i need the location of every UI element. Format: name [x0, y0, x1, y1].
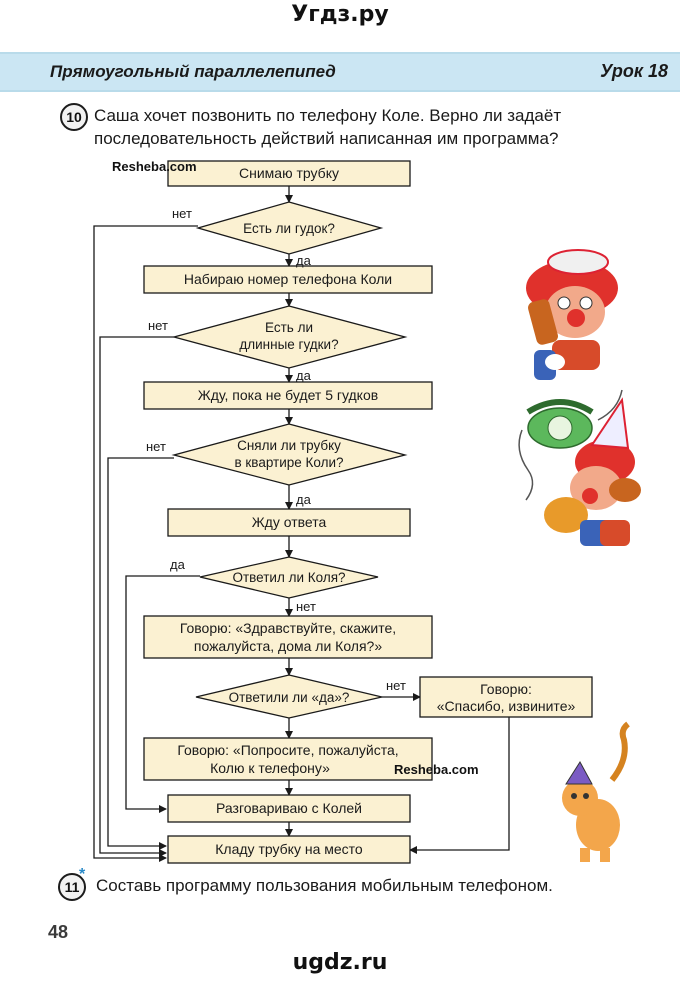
task-number-10: 10 — [60, 103, 88, 131]
branch-label-no: нет — [386, 678, 406, 693]
branch-label-yes: да — [296, 253, 312, 268]
lesson-title: Прямоугольный параллелепипед — [50, 62, 336, 81]
branch-label-yes: да — [170, 557, 186, 572]
task-10-line: последовательность действий написанная и… — [94, 129, 559, 148]
step-label: Жду ответа — [252, 514, 327, 530]
decision-kolya-answered — [199, 556, 379, 599]
step-dial — [143, 265, 433, 294]
decision-label: Есть ли — [265, 320, 313, 335]
branch-label-yes: да — [296, 492, 312, 507]
decision-label: длинные гудки? — [239, 337, 338, 352]
step-wait-answer — [167, 508, 411, 537]
rotary-phone-icon — [518, 389, 623, 501]
step-label: Кладу трубку на место — [215, 841, 363, 857]
step-label: пожалуйста, дома ли Коля?» — [194, 638, 382, 654]
clown-phone-icon — [526, 249, 618, 380]
site-name-bottom: ugdz.ru — [292, 950, 388, 975]
step-pick-up — [167, 160, 411, 187]
watermark: Resheba.com — [394, 762, 479, 777]
step-label: Набираю номер телефона Коли — [184, 271, 392, 287]
lesson-header: Прямоугольный параллелепипед Урок 18 — [0, 52, 680, 92]
task-11-text: Составь программу пользования мобильным … — [96, 876, 553, 895]
step-label: Говорю: «Здравствуйте, скажите, — [180, 620, 396, 636]
watermark: Resheba.com — [112, 159, 197, 174]
lesson-number: Урок 18 — [600, 61, 668, 81]
decision-label: Ответил ли Коля? — [232, 570, 345, 585]
task-number-11: 11 — [58, 873, 86, 901]
step-sorry — [419, 676, 593, 718]
flow-connectors — [93, 186, 510, 862]
page-number: 48 — [48, 922, 69, 942]
task-10-text: Саша хочет позвонить по телефону Коле. В… — [94, 104, 674, 150]
decision-said-yes — [195, 674, 383, 719]
site-name-top: Угдз.ру — [291, 2, 389, 27]
step-label: Говорю: — [480, 681, 532, 697]
step-label: Колю к телефону» — [210, 760, 330, 776]
step-label: Жду, пока не будет 5 гудков — [198, 387, 378, 403]
clown-phone-icon — [544, 397, 641, 546]
task-10-line: Саша хочет позвонить по телефону Коле. В… — [94, 106, 562, 125]
task-11-star: * — [79, 866, 86, 883]
decision-label: Есть ли гудок? — [243, 221, 335, 236]
branch-label-no: нет — [148, 318, 168, 333]
decision-tone — [195, 201, 384, 255]
step-hang-up — [167, 835, 411, 864]
decision-picked-up — [171, 423, 408, 486]
step-label: Говорю: «Попросите, пожалуйста, — [177, 742, 398, 758]
branch-label-no: нет — [296, 599, 316, 614]
step-label: Разговариваю с Колей — [216, 800, 362, 816]
decision-label: в квартире Коли? — [234, 455, 343, 470]
step-label: «Спасибо, извините» — [437, 698, 576, 714]
branch-label-no: нет — [146, 439, 166, 454]
branch-label-no: нет — [172, 206, 192, 221]
step-hello — [143, 615, 433, 659]
decision-long-tones — [171, 305, 408, 369]
step-ask-for-kolya — [143, 737, 433, 781]
branch-label-yes: да — [296, 368, 312, 383]
step-talk — [167, 794, 411, 823]
step-wait-five-tones — [143, 381, 433, 410]
decision-label: Ответили ли «да»? — [229, 690, 350, 705]
step-label: Снимаю трубку — [239, 165, 339, 181]
cat-icon — [562, 721, 630, 862]
decision-label: Сняли ли трубку — [237, 438, 341, 453]
